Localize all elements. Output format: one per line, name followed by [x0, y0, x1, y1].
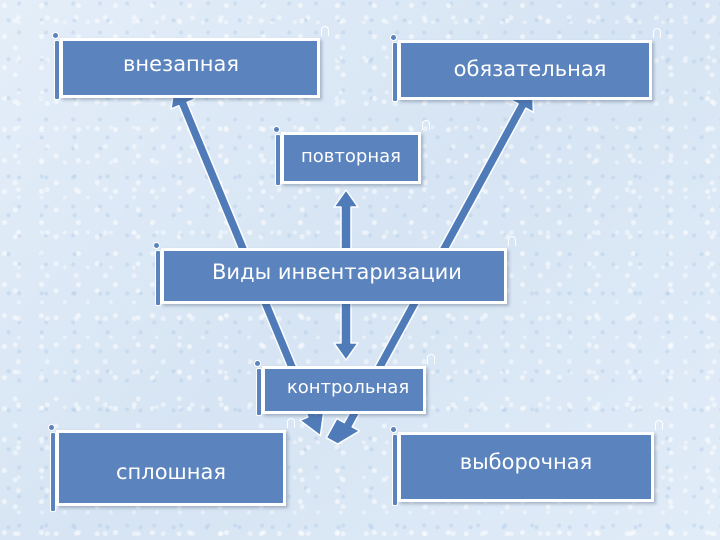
node-obyazatelnaya: обязательная [390, 28, 661, 102]
node-vyborochnaya-label: выборочная [398, 432, 654, 502]
node-povtornaya: повторная [273, 120, 430, 186]
node-vyborochnaya: выборочная [390, 420, 663, 506]
node-center-vidy-inventarizatsii: Виды инвентаризации [153, 236, 516, 306]
node-vnezapnaya-label: внезапная [60, 38, 320, 98]
node-povtornaya-label: повторная [281, 132, 421, 184]
node-kontrolnaya: контрольная [254, 354, 435, 416]
node-center-label: Виды инвентаризации [161, 248, 507, 304]
node-sploshnaya-label: сплошная [56, 430, 286, 506]
node-vnezapnaya: внезапная [52, 26, 329, 100]
node-obyazatelnaya-label: обязательная [398, 40, 652, 100]
node-sploshnaya: сплошная [48, 418, 295, 512]
node-kontrolnaya-label: контрольная [262, 366, 426, 414]
